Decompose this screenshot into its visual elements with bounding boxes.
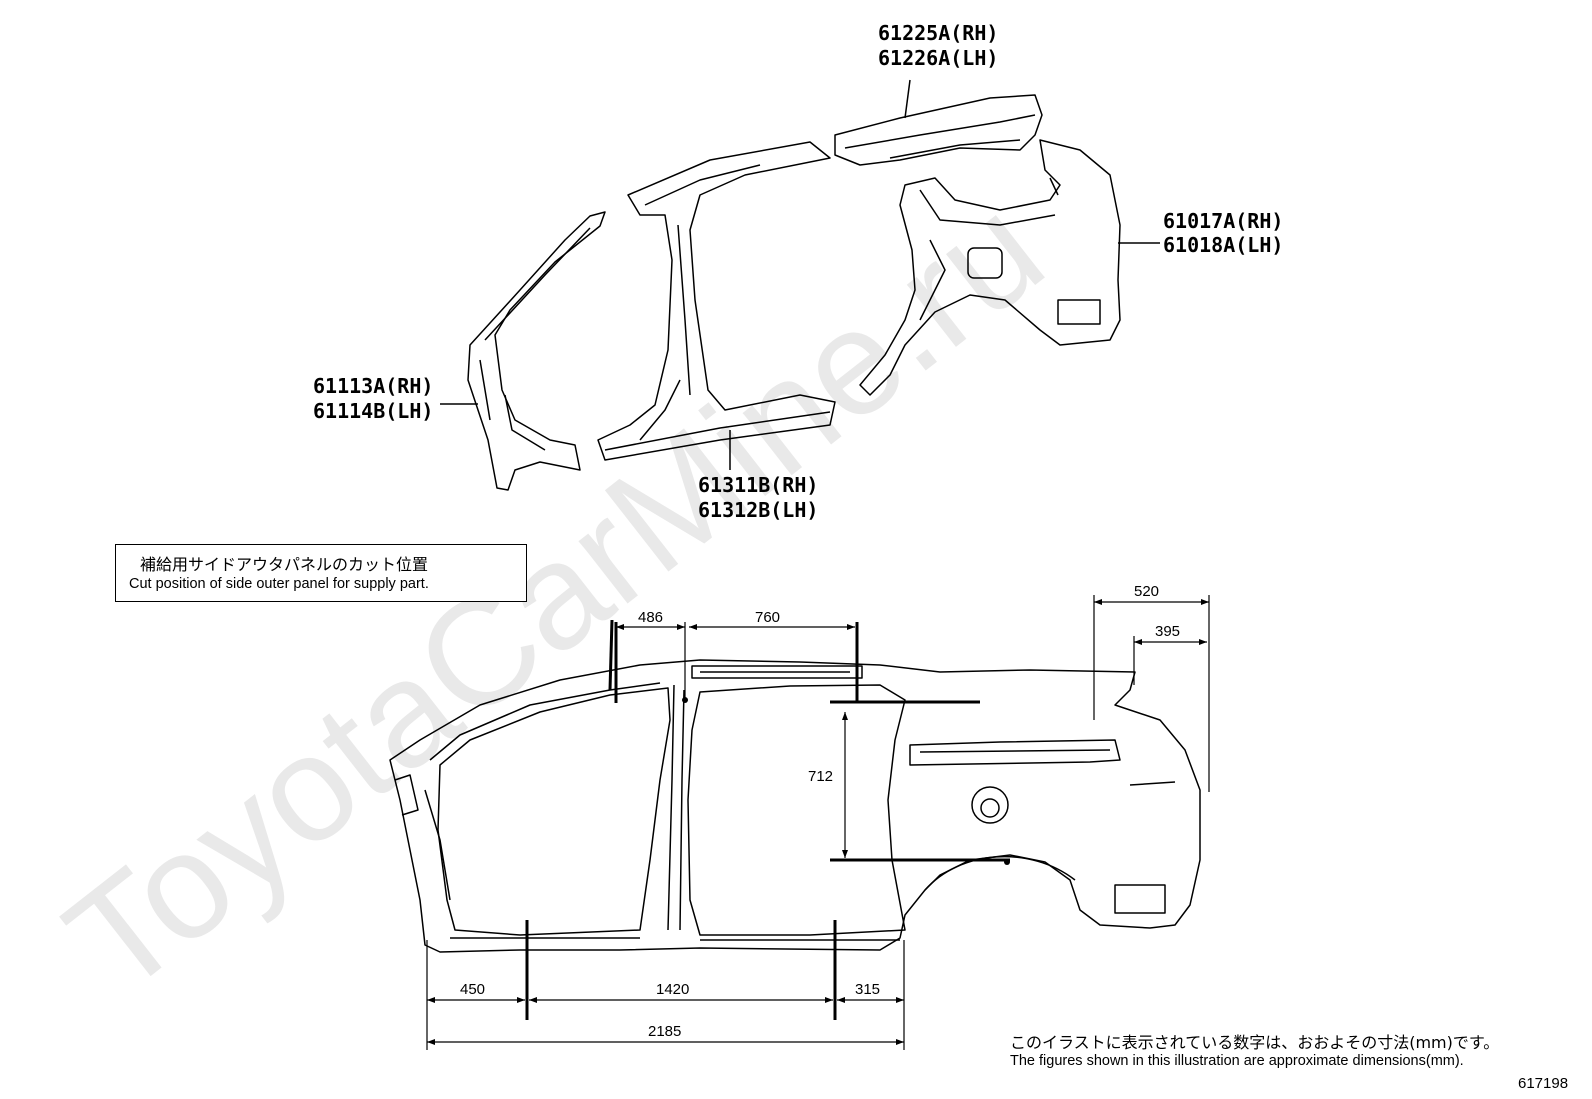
- dim-712: 712: [808, 768, 833, 785]
- part-label-p3-rh: 61113A(RH): [313, 374, 433, 398]
- part-label-p2-lh: 61018A(LH): [1163, 233, 1283, 257]
- quarter-window-opening: [909, 739, 1121, 766]
- figure-id: 617198: [1518, 1075, 1569, 1092]
- fuel-lid-opening: [967, 247, 1003, 279]
- dim-395: 395: [1155, 623, 1180, 640]
- dim-486: 486: [638, 609, 663, 626]
- part-label-p4-rh: 61311B(RH): [698, 473, 818, 497]
- caption-en: Cut position of side outer panel for sup…: [129, 576, 429, 592]
- part-label-p4-lh: 61312B(LH): [698, 498, 818, 522]
- center-pillar-part: [597, 141, 836, 461]
- front-pillar-part: [467, 211, 606, 491]
- rear-door-opening: [687, 684, 906, 936]
- front-door-opening: [437, 687, 671, 936]
- dim-1420: 1420: [656, 981, 689, 998]
- dim-2185: 2185: [648, 1023, 681, 1040]
- dim-315: 315: [855, 981, 880, 998]
- fuel-lid: [971, 786, 1009, 824]
- quarter-panel-part: [859, 139, 1121, 396]
- dim-520: 520: [1134, 583, 1159, 600]
- part-label-p1-rh: 61225A(RH): [878, 21, 998, 45]
- dim-760: 760: [755, 609, 780, 626]
- part-label-p2-rh: 61017A(RH): [1163, 209, 1283, 233]
- note-ja: このイラストに表示されている数字は、おおよその寸法(mm)です。: [1010, 1033, 1500, 1052]
- roof-rail-part: [834, 94, 1043, 166]
- part-label-p3-lh: 61114B(LH): [313, 399, 433, 423]
- dim-450: 450: [460, 981, 485, 998]
- caption-ja: 補給用サイドアウタパネルのカット位置: [140, 555, 429, 574]
- side-outer-panel: [389, 659, 1201, 953]
- cut-lines: [525, 622, 1010, 1020]
- note-en: The figures shown in this illustration a…: [1010, 1053, 1464, 1069]
- part-label-p1-lh: 61226A(LH): [878, 46, 998, 70]
- cut-position-caption: 補給用サイドアウタパネルのカット位置 Cut position of side …: [115, 544, 527, 602]
